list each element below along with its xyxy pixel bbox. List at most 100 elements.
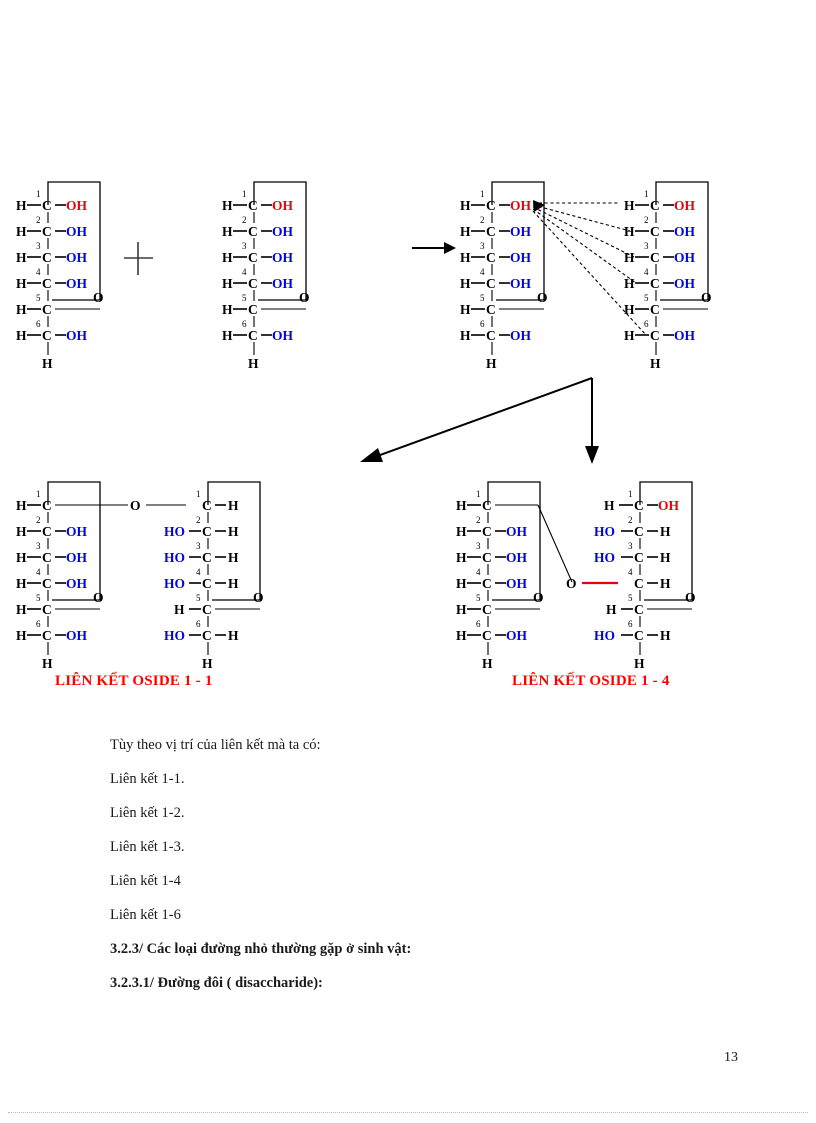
carbon-index-3: 3 (242, 241, 247, 251)
atom-h-c1: H (624, 198, 635, 213)
carbon-index-4: 4 (242, 267, 247, 277)
atom-h-c2: H (16, 224, 27, 239)
atom-h-c4: H (222, 276, 233, 291)
carbon-index-2: 2 (476, 515, 481, 525)
carbon-c3: C (248, 250, 258, 265)
carbon-c5: C (202, 602, 212, 617)
atom-h-c3: H (660, 550, 671, 565)
carbon-index-5: 5 (628, 593, 633, 603)
atom-h-c2: H (16, 524, 27, 539)
atom-h-c1: H (228, 498, 239, 513)
carbon-index-3: 3 (628, 541, 633, 551)
atom-h-c5: H (460, 302, 471, 317)
atom-h-c4: H (16, 576, 27, 591)
carbon-index-6: 6 (36, 619, 41, 629)
carbon-c3: C (42, 550, 52, 565)
hydroxyl-c2: OH (506, 524, 528, 539)
hydroxyl-c4: OH (510, 276, 532, 291)
carbon-index-2: 2 (36, 215, 41, 225)
carbon-index-5: 5 (36, 293, 41, 303)
carbon-index-3: 3 (644, 241, 649, 251)
carbon-index-3: 3 (36, 241, 41, 251)
carbon-c1: C (248, 198, 258, 213)
carbon-c6: C (650, 328, 660, 343)
plus-sign (124, 242, 153, 275)
atom-h-c1: H (604, 498, 615, 513)
terminal-hydrogen: H (482, 656, 493, 671)
atom-h-c3: H (460, 250, 471, 265)
carbon-c1: C (202, 498, 212, 513)
carbon-index-5: 5 (644, 293, 649, 303)
carbon-c6: C (634, 628, 644, 643)
product-oside-1-1-right: C 1 H HO C 2 H HO C 3 H HO (164, 481, 264, 671)
atom-h-c6: H (460, 328, 471, 343)
hydroxyl-c1: OH (510, 198, 532, 213)
atom-h-c6: H (624, 328, 635, 343)
carbon-c1: C (650, 198, 660, 213)
hydroxyl-c2: OH (272, 224, 294, 239)
carbon-index-2: 2 (36, 515, 41, 525)
carbon-c5: C (650, 302, 660, 317)
atom-h-c2: H (456, 524, 467, 539)
atom-h-c5: H (456, 602, 467, 617)
carbon-index-3: 3 (476, 541, 481, 551)
terminal-hydrogen: H (486, 356, 497, 371)
chemistry-diagram: H C 1 OH H C 2 OH H C 3 (0, 150, 816, 695)
carbon-c3: C (202, 550, 212, 565)
atom-h-c4: H (228, 576, 239, 591)
glycosidic-oxygen-1-4: O (566, 576, 618, 591)
hydroxyl-c3: HO (164, 550, 185, 565)
carbon-index-6: 6 (242, 319, 247, 329)
ring-oxygen: O (93, 290, 104, 305)
carbon-index-6: 6 (644, 319, 649, 329)
hydroxyl-c6: OH (674, 328, 696, 343)
bridge-oxygen-label: O (130, 498, 141, 513)
atom-h-c3: H (222, 250, 233, 265)
hydroxyl-c4: OH (674, 276, 696, 291)
carbon-index-6: 6 (480, 319, 485, 329)
carbon-c2: C (634, 524, 644, 539)
list-item-lien-ket-1-6: Liên kết 1-6 (110, 907, 181, 923)
atom-h-c2: H (228, 524, 239, 539)
carbon-index-4: 4 (196, 567, 201, 577)
carbon-index-3: 3 (36, 541, 41, 551)
hydroxyl-c4: OH (272, 276, 294, 291)
page-number: 13 (724, 1050, 738, 1065)
carbon-c4: C (650, 276, 660, 291)
atom-h-c6: H (16, 628, 27, 643)
carbon-c6: C (42, 628, 52, 643)
atom-h-c5: H (624, 302, 635, 317)
carbon-c1: C (634, 498, 644, 513)
carbon-index-2: 2 (196, 515, 201, 525)
branch-arrows (360, 377, 599, 464)
carbon-c1: C (482, 498, 492, 513)
product-oside-1-4-left: H C 1 H C 2 OH H C 3 OH (456, 481, 573, 671)
caption-oside-1-1: LIÊN KẾT OSIDE 1 - 1 (55, 672, 213, 689)
ring-oxygen: O (253, 590, 264, 605)
hydroxyl-c3: OH (506, 550, 528, 565)
hydroxyl-c6: OH (510, 328, 532, 343)
glycosidic-oxygen-1-1: O (130, 498, 186, 513)
atom-h-c4: H (460, 276, 471, 291)
molecule-intermediate-right: H C 1 OH H C 2 OH H C 3 OH (624, 181, 712, 371)
atom-h-c5: H (174, 602, 185, 617)
terminal-hydrogen: H (248, 356, 259, 371)
carbon-index-2: 2 (644, 215, 649, 225)
hydroxyl-c2: OH (66, 524, 88, 539)
atom-h-c5: H (222, 302, 233, 317)
atom-h-c2: H (660, 524, 671, 539)
molecule-intermediate-left: H C 1 OH H C 2 OH H C 3 OH (460, 181, 548, 371)
carbon-c2: C (42, 224, 52, 239)
terminal-hydrogen: H (634, 656, 645, 671)
atom-h-c5: H (606, 602, 617, 617)
carbon-index-1: 1 (242, 189, 247, 199)
bridge-oxygen-label: O (566, 576, 577, 591)
carbon-index-6: 6 (476, 619, 481, 629)
hydroxyl-c2: OH (510, 224, 532, 239)
terminal-hydrogen: H (650, 356, 661, 371)
carbon-c3: C (650, 250, 660, 265)
hydroxyl-c2: HO (594, 524, 615, 539)
hydroxyl-c3: OH (272, 250, 294, 265)
product-oside-1-1-left: H C 1 H C 2 OH H C 3 OH H (16, 481, 128, 671)
